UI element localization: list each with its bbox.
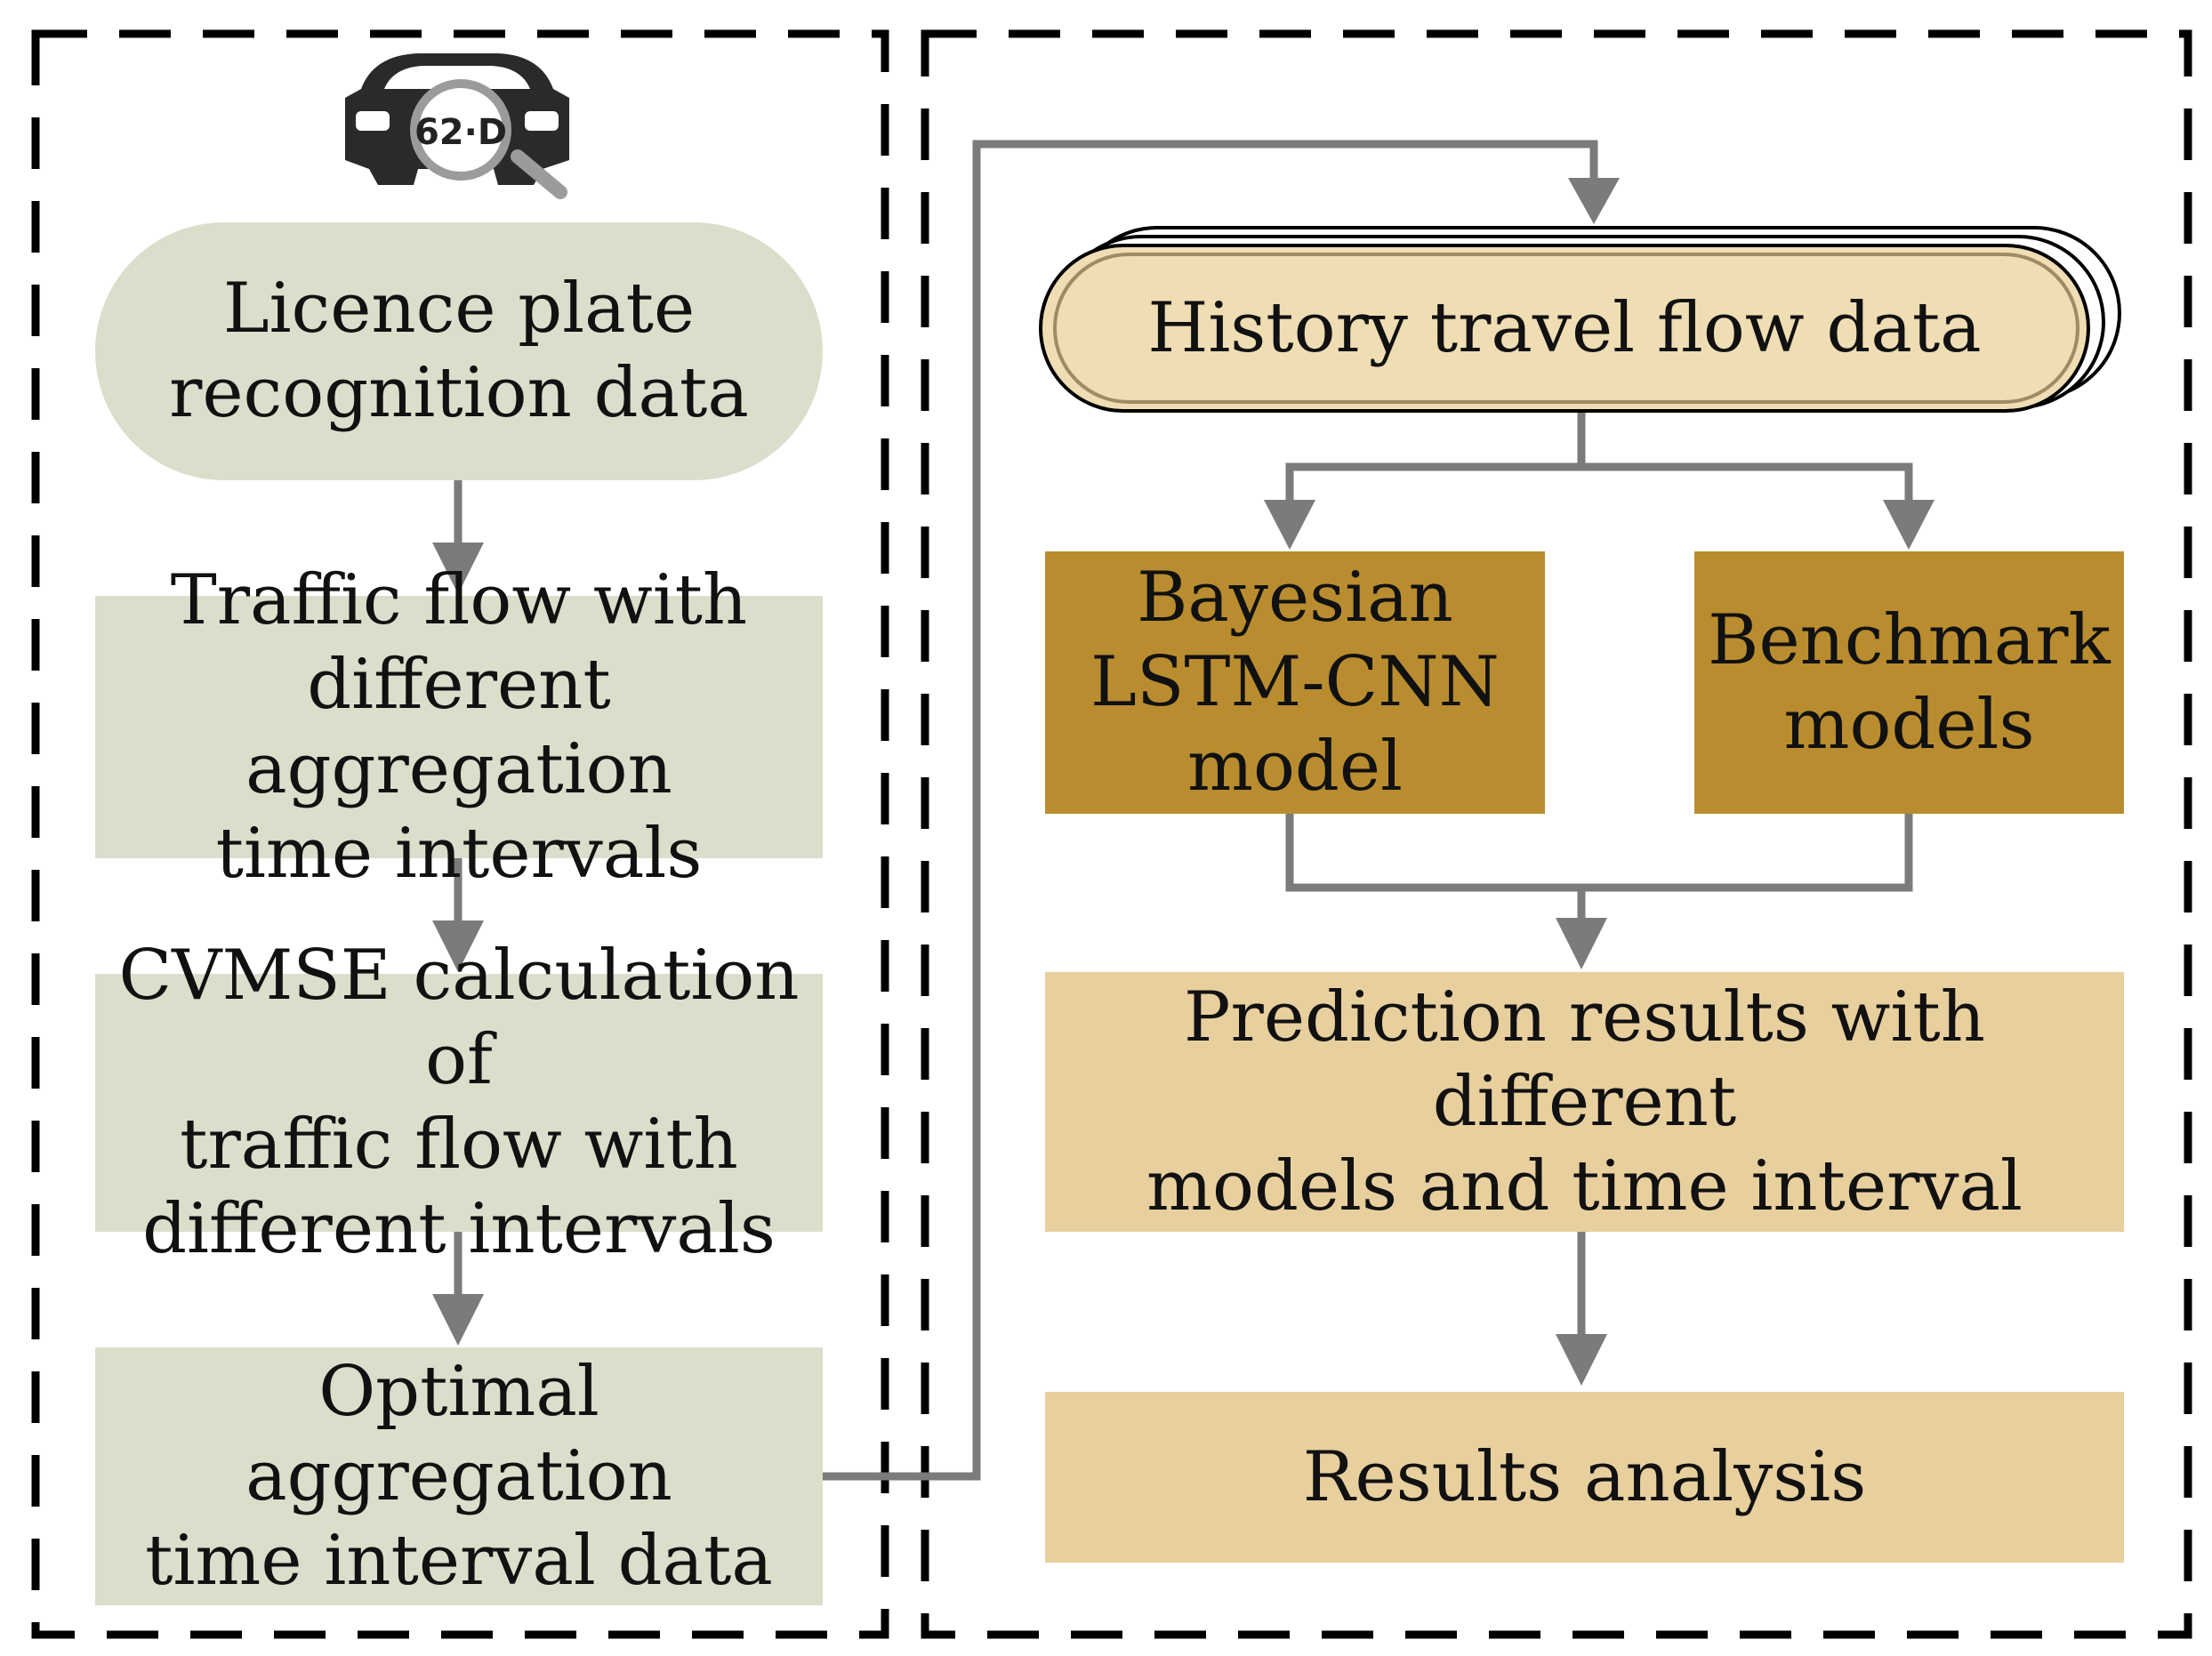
arrowhead xyxy=(432,1294,484,1346)
benchmark-models-label: Benchmark models xyxy=(1708,599,2111,765)
connector-lines xyxy=(454,140,1913,1481)
results-analysis-label: Results analysis xyxy=(1302,1436,1867,1517)
licence-plate-data-node: Licence plate recognition data xyxy=(95,222,823,480)
left-panel-frame xyxy=(31,29,889,1639)
optimal-interval-node: Optimal aggregation time interval data xyxy=(95,1347,823,1605)
arrowhead xyxy=(1568,178,1620,224)
car-magnifier-icon: 62·D xyxy=(345,53,569,199)
split-history-to-models xyxy=(1285,400,1586,516)
plate-text: 62·D xyxy=(414,112,507,153)
bayesian-model-label: Bayesian LSTM-CNN model xyxy=(1090,558,1500,807)
arrow-optimal-to-history xyxy=(823,140,1598,1481)
split-history-to-benchmark xyxy=(1581,462,1913,516)
history-data-stack-shape xyxy=(1039,226,2121,413)
bayesian-model-node: Bayesian LSTM-CNN model xyxy=(1045,551,1545,814)
traffic-flow-node: Traffic flow with different aggregation … xyxy=(95,560,823,894)
history-travel-flow-label: History travel flow data xyxy=(1147,287,1982,368)
benchmark-models-node: Benchmark models xyxy=(1694,551,2124,814)
arrowhead xyxy=(432,543,484,594)
arrowhead xyxy=(1883,500,1934,550)
results-analysis-node: Results analysis xyxy=(1045,1392,2124,1563)
prediction-results-node: Prediction results with different models… xyxy=(1045,972,2124,1232)
cvmse-calculation-label: CVMSE calculation of traffic flow with d… xyxy=(118,936,800,1269)
arrowhead xyxy=(1556,1334,1607,1386)
right-panel-frame xyxy=(921,29,2192,1639)
licence-plate-data-label: Licence plate recognition data xyxy=(169,269,749,433)
arrowhead xyxy=(432,920,484,972)
arrowhead xyxy=(1264,500,1315,550)
prediction-results-label: Prediction results with different models… xyxy=(1146,977,2023,1226)
optimal-interval-label: Optimal aggregation time interval data xyxy=(145,1351,773,1601)
merge-models-to-prediction xyxy=(1285,814,1913,892)
history-travel-flow-node: History travel flow data xyxy=(1041,245,2088,411)
arrowheads xyxy=(432,178,1934,1386)
cvmse-calculation-node: CVMSE calculation of traffic flow with d… xyxy=(95,936,823,1269)
arrowhead xyxy=(1556,918,1607,969)
traffic-flow-label: Traffic flow with different aggregation … xyxy=(170,559,748,894)
